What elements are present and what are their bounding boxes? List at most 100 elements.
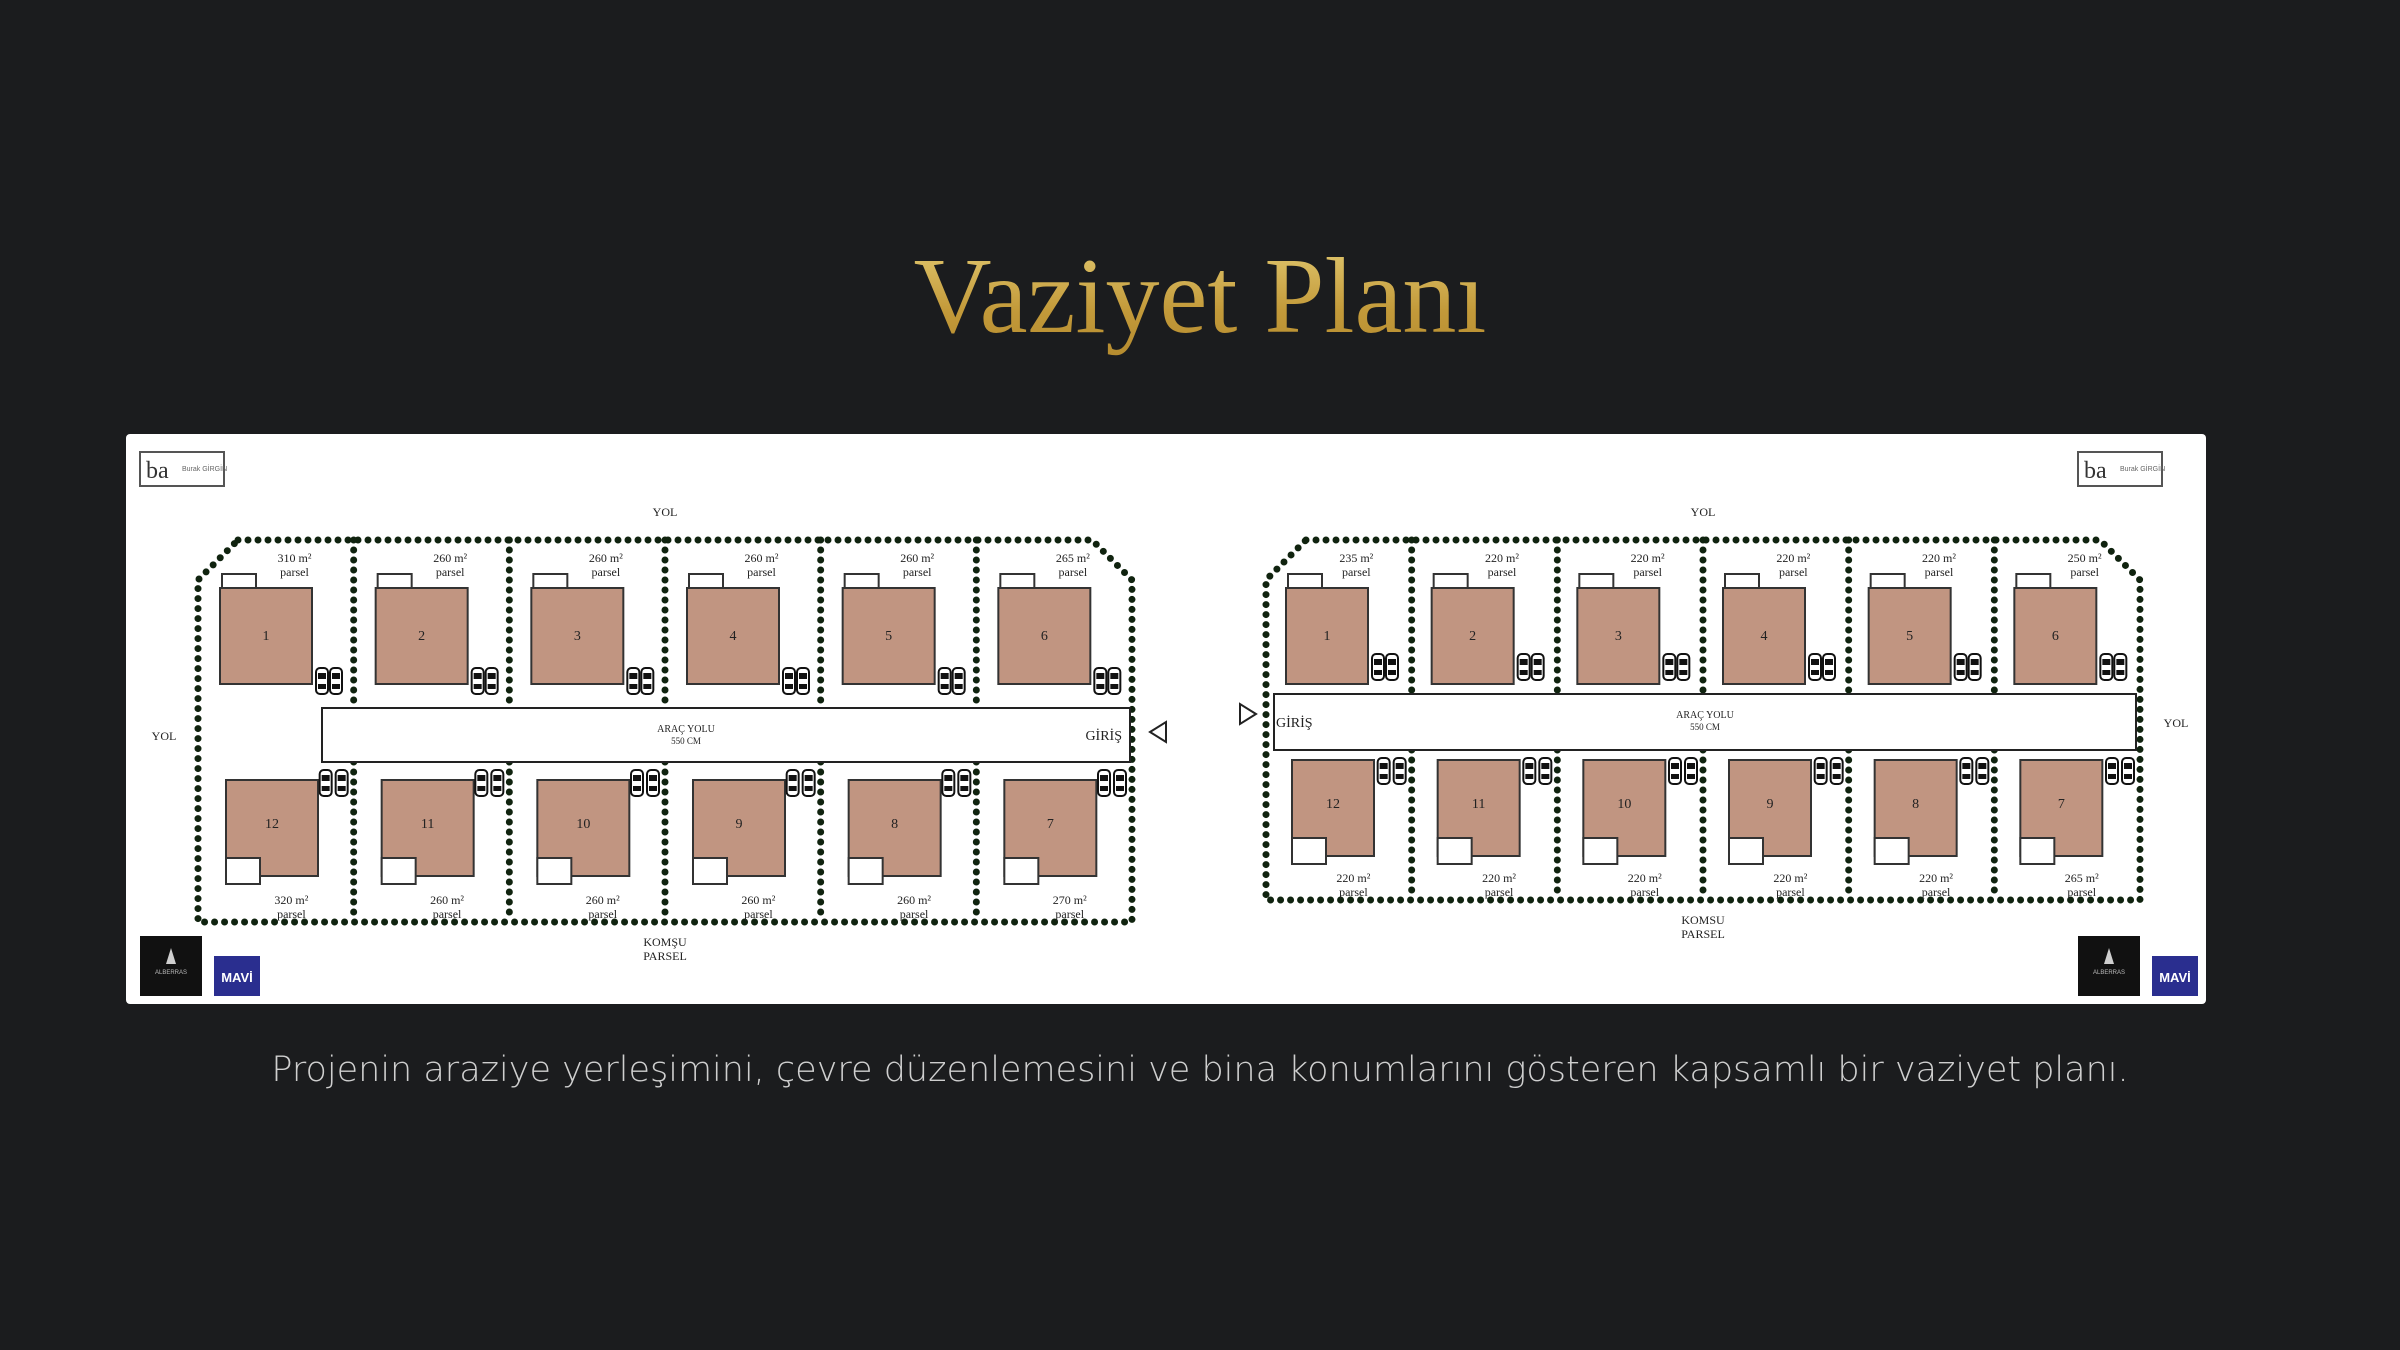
house-annex xyxy=(1728,837,1764,865)
car-window xyxy=(1956,659,1965,665)
car-body xyxy=(1530,653,1545,681)
car-window xyxy=(1825,670,1833,675)
house-number: 1 xyxy=(1324,629,1331,644)
car-window xyxy=(1525,774,1534,779)
parked-car-icon xyxy=(782,667,796,695)
developer-logo-text: ALBERRAS xyxy=(2093,970,2125,976)
car-window xyxy=(944,775,953,781)
car-body xyxy=(1385,653,1399,681)
house-annex xyxy=(1873,837,1910,865)
car-window xyxy=(1978,763,1987,769)
car-window xyxy=(321,786,330,791)
car-window xyxy=(785,673,793,679)
car-window xyxy=(954,684,963,689)
parcel-area: 260 m² xyxy=(745,551,779,565)
parked-car-icon xyxy=(1967,653,1982,681)
house-number: 12 xyxy=(1326,797,1340,812)
car-body xyxy=(1522,757,1537,785)
car-window xyxy=(940,684,949,689)
parked-car-icon xyxy=(646,769,660,797)
car-body xyxy=(470,667,485,695)
house-block xyxy=(1436,759,1521,857)
car-window xyxy=(1541,763,1550,769)
site-plan-panel: ba Burak GİRGİN ba Burak GİRGİN xyxy=(126,434,2206,1004)
parcel-word: parsel xyxy=(277,907,306,921)
house-annex xyxy=(1291,837,1327,865)
car-window xyxy=(1519,670,1528,675)
car-window xyxy=(1811,670,1819,675)
parcel-area: 220 m² xyxy=(1773,871,1807,885)
parcel-area: 265 m² xyxy=(2065,871,2099,885)
parcel-word: parsel xyxy=(1925,565,1954,579)
parked-car-icon xyxy=(957,769,972,797)
parked-car-icon xyxy=(1813,757,1828,785)
car-body xyxy=(626,667,641,695)
car-window xyxy=(332,673,340,679)
car-window xyxy=(1395,763,1404,769)
house-block xyxy=(2013,587,2098,685)
house-annex xyxy=(1436,837,1473,865)
car-window xyxy=(1671,774,1679,779)
car-window xyxy=(1110,684,1119,689)
car-window xyxy=(477,786,486,791)
car-window xyxy=(2108,763,2116,769)
car-window xyxy=(1096,673,1105,679)
car-window xyxy=(1110,673,1119,679)
car-window xyxy=(1679,659,1688,665)
car-window xyxy=(1816,763,1825,769)
car-window xyxy=(940,673,949,679)
architect-logo-right: ba Burak GİRGİN xyxy=(2077,451,2165,487)
car-window xyxy=(1811,659,1819,665)
house-number: 8 xyxy=(891,817,898,832)
parked-car-icon xyxy=(1385,653,1399,681)
car-window xyxy=(629,684,638,689)
car-window xyxy=(1970,670,1979,675)
parcel-word: parsel xyxy=(1630,885,1659,899)
parcel-word: parsel xyxy=(1342,565,1371,579)
parked-car-icon xyxy=(2121,757,2135,785)
house-number: 8 xyxy=(1912,797,1919,812)
parcel-area: 260 m² xyxy=(433,551,467,565)
drive-width-label: 550 CM xyxy=(671,736,701,746)
parked-car-icon xyxy=(630,769,644,797)
parked-car-icon xyxy=(1522,757,1537,785)
parked-car-icon xyxy=(801,769,816,797)
parcel-area: 260 m² xyxy=(586,893,620,907)
parked-car-icon xyxy=(470,667,485,695)
parked-car-icon xyxy=(1097,769,1111,797)
car-window xyxy=(804,775,813,781)
car-body xyxy=(1097,769,1111,797)
parked-car-icon xyxy=(1392,757,1407,785)
car-window xyxy=(788,786,797,791)
parked-car-icon xyxy=(1676,653,1691,681)
parked-car-icon xyxy=(2105,757,2119,785)
car-body xyxy=(796,667,810,695)
house-annex xyxy=(692,857,728,885)
house-number: 10 xyxy=(576,817,590,832)
mavi-logo-text: MAVİ xyxy=(221,970,253,985)
parked-car-icon xyxy=(785,769,800,797)
parcel-area: 220 m² xyxy=(1776,551,1810,565)
car-window xyxy=(1665,659,1674,665)
car-window xyxy=(2124,774,2132,779)
parcel-area: 310 m² xyxy=(278,551,312,565)
car-window xyxy=(321,775,330,781)
architect-logo-left: ba Burak GİRGİN xyxy=(139,451,227,487)
car-window xyxy=(1825,659,1833,665)
car-window xyxy=(2124,763,2132,769)
car-body xyxy=(1668,757,1682,785)
car-body xyxy=(1967,653,1982,681)
car-window xyxy=(1374,659,1382,665)
house-block xyxy=(1722,587,1806,685)
parcel-area: 220 m² xyxy=(1922,551,1956,565)
car-window xyxy=(332,684,340,689)
house-number: 2 xyxy=(1469,629,1476,644)
neighbor-parcel-label: PARSEL xyxy=(1681,927,1725,941)
parcel-area: 220 m² xyxy=(1482,871,1516,885)
car-window xyxy=(804,786,813,791)
parcel-area: 260 m² xyxy=(741,893,775,907)
parked-car-icon xyxy=(1829,757,1844,785)
architect-logo-name: Burak GİRGİN xyxy=(182,464,227,473)
house-block xyxy=(1576,587,1661,685)
developer-logo-text: ALBERRAS xyxy=(155,970,187,976)
